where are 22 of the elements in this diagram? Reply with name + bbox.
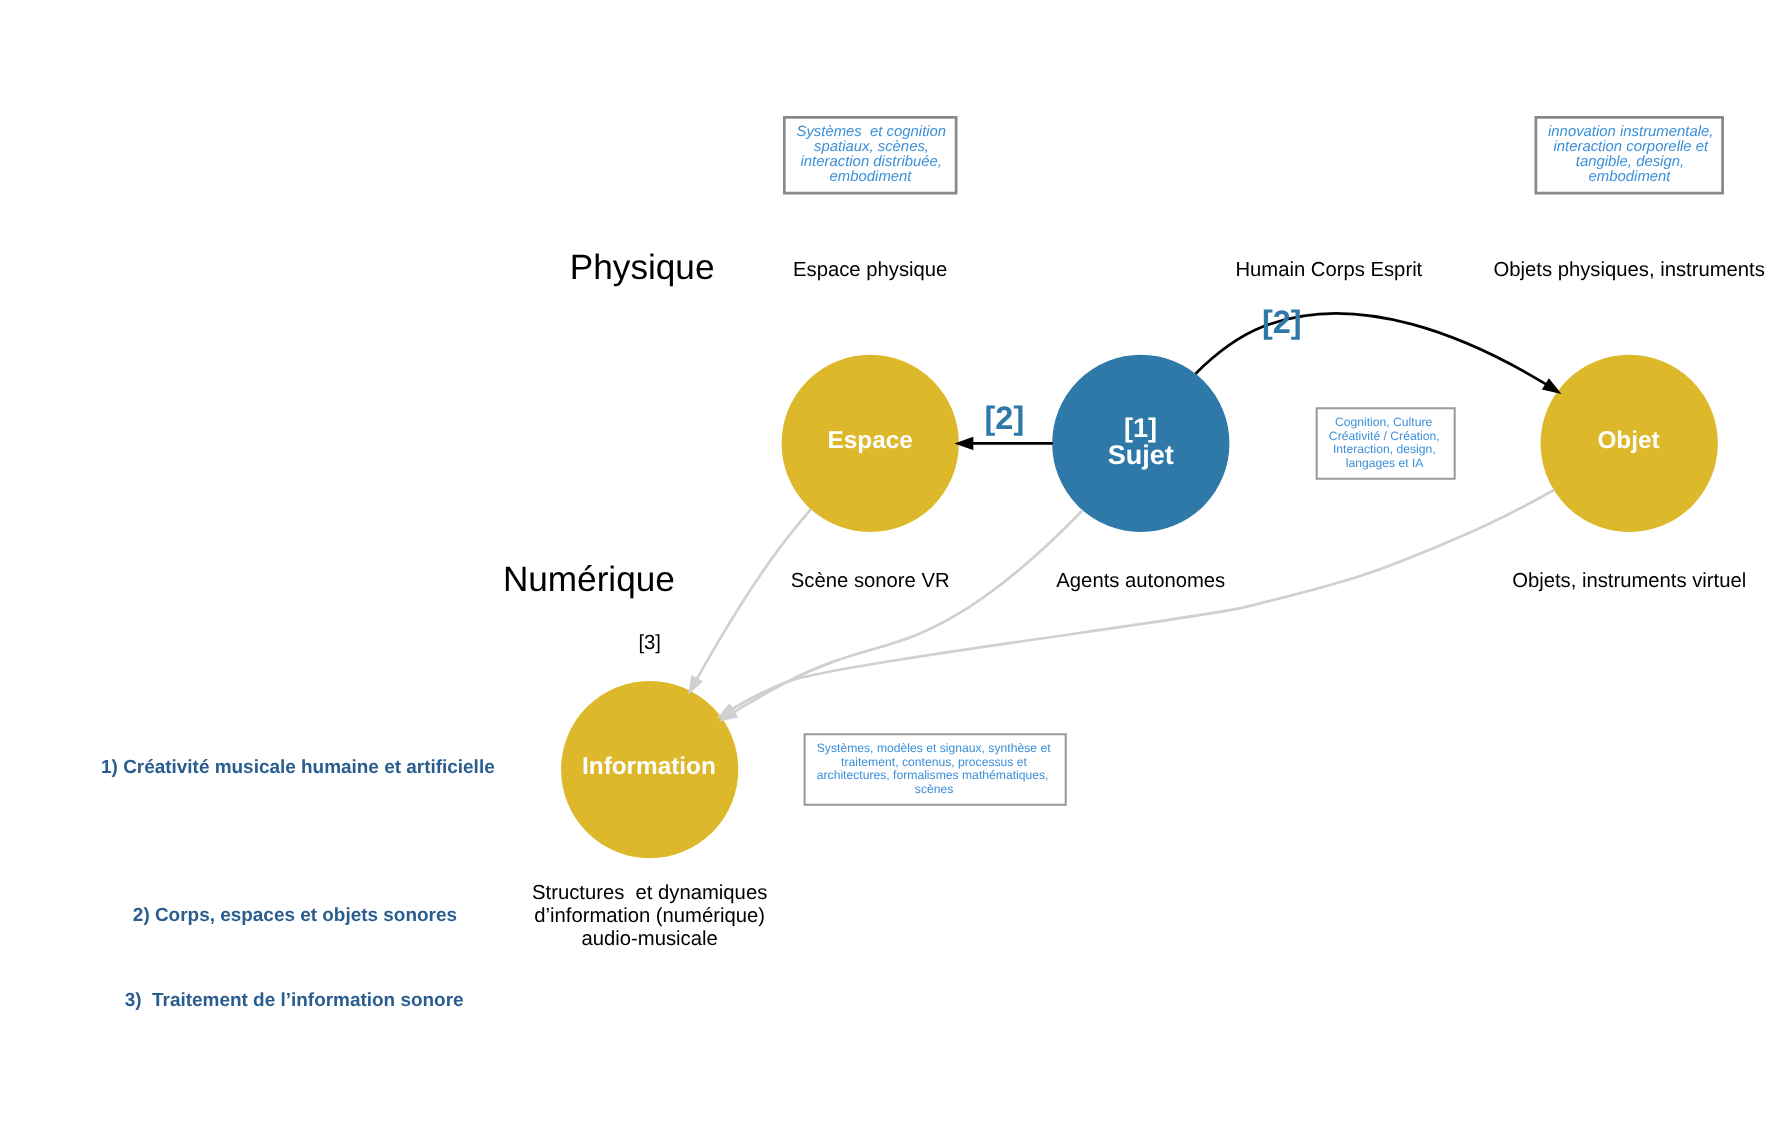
node-label: Scène sonore VR: [790, 569, 950, 592]
node-circle: [1] Sujet: [1052, 353, 1230, 532]
label: 2) Corps, espaces et objets sonores: [132, 904, 458, 927]
edge-label: [2]: [984, 399, 1025, 436]
arrow: [688, 507, 812, 694]
node-box: innovation instrumentale, interaction corporelle et tangible, design, embodiment: [1534, 115, 1724, 194]
node-label: [3]: [638, 632, 661, 655]
node-box: Systèmes et cognition spatiaux, scènes, interaction distribuée, embodiment: [782, 115, 958, 194]
node-label: Structures et dynamiques d’information (numérique) audio-musicale: [532, 882, 768, 951]
label: 1) Créativité musicale humaine et artificielle: [101, 756, 495, 779]
arrow: [1194, 311, 1562, 393]
arrow: [954, 435, 1053, 450]
node-label: Objets physiques, instruments: [1493, 258, 1765, 281]
label: Physique: [569, 246, 715, 287]
arrow: [716, 487, 1556, 718]
label: 3) Traitement de l’information sonore: [124, 988, 464, 1011]
node-label: Espace physique: [793, 258, 948, 281]
node-circle: Espace: [781, 353, 959, 532]
label: Numérique: [502, 557, 675, 598]
node-label: Objets, instruments virtuel: [1512, 569, 1747, 592]
node-label: Agents autonomes: [1056, 569, 1226, 592]
node-label: Humain Corps Esprit: [1235, 258, 1423, 281]
